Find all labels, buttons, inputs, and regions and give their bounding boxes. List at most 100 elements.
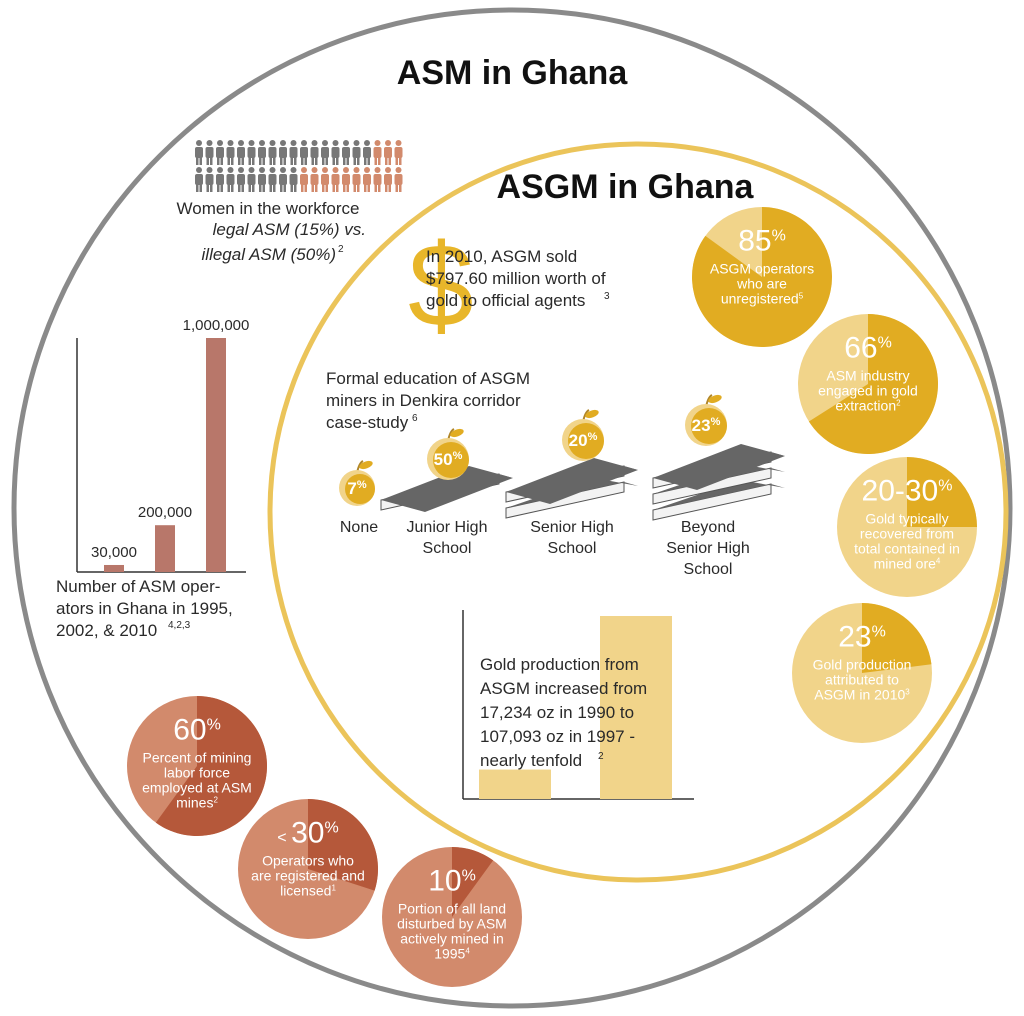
education-level-label: Senior High: [530, 519, 614, 536]
women-pictogram: [195, 140, 403, 192]
person-icon: [237, 167, 245, 192]
bubble-text: Gold production: [813, 657, 912, 673]
bubble-text: Gold typically: [865, 511, 948, 527]
person-icon: [331, 140, 340, 165]
education-level-label: School: [684, 561, 733, 578]
bubble-text: extraction2: [835, 398, 901, 414]
bubble-value: 85%: [738, 224, 786, 257]
person-icon: [352, 167, 361, 192]
women-caption-line2: legal ASM (15%) vs.: [213, 220, 366, 239]
operators-bar-label: 200,000: [138, 504, 192, 521]
person-icon: [216, 167, 224, 192]
person-icon: [321, 167, 329, 192]
dollar-line1: In 2010, ASGM sold: [426, 247, 577, 266]
inner-title: ASGM in Ghana: [497, 168, 755, 206]
education-level-label: School: [548, 540, 597, 557]
person-icon: [394, 167, 403, 192]
bubble-value: 10%: [428, 864, 476, 897]
education-level-label: Junior High: [407, 519, 488, 536]
bubble-text: recovered from: [860, 526, 954, 542]
bubble-text: engaged in gold: [818, 383, 918, 399]
bubble-value: 20-30%: [862, 474, 953, 507]
bubble-text: attributed to: [825, 672, 899, 688]
person-icon: [216, 140, 224, 165]
women-caption-line3: illegal ASM (50%): [202, 245, 336, 264]
bubble-text: Percent of mining: [143, 750, 252, 766]
apple-leaf-icon: [359, 460, 373, 470]
women-caption-ref: 2: [338, 244, 344, 255]
person-icon: [205, 167, 214, 192]
person-icon: [247, 140, 256, 165]
operators-bar: [206, 338, 226, 572]
gold-production-line5: nearly tenfold: [480, 751, 582, 770]
education-level-label: School: [423, 540, 472, 557]
education-value: 20%: [569, 431, 598, 450]
person-icon: [331, 167, 340, 192]
person-icon: [289, 140, 298, 165]
dollar-icon: $: [408, 220, 474, 352]
bubble-text: ASGM operators: [710, 261, 814, 277]
bubble-text: employed at ASM: [142, 780, 252, 796]
bubble-text: ASM industry: [826, 368, 909, 384]
bubble-value: < 30%: [277, 816, 338, 849]
gold-production-line2: ASGM increased from: [480, 679, 647, 698]
bubble-text: total contained in: [854, 541, 960, 557]
gold-production-chart: [462, 610, 694, 800]
gold-production-bar: [479, 769, 551, 799]
person-icon: [205, 140, 214, 165]
person-icon: [258, 167, 266, 192]
bubble-text: labor force: [164, 765, 230, 781]
page-title: ASM in Ghana: [397, 54, 629, 92]
person-icon: [268, 167, 277, 192]
person-icon: [342, 140, 350, 165]
bubble-text: 19954: [434, 946, 470, 962]
education-caption-line3: case-study: [326, 413, 409, 432]
person-icon: [384, 167, 392, 192]
education-level-label: Beyond: [681, 519, 735, 536]
person-icon: [279, 140, 287, 165]
education-caption-line2: miners in Denkira corridor: [326, 391, 521, 410]
bubble-text: ASGM in 20103: [814, 687, 910, 703]
gold-production-bar: [600, 616, 672, 799]
person-icon: [300, 167, 308, 192]
person-icon: [226, 140, 235, 165]
person-icon: [373, 140, 382, 165]
gold-production-line1: Gold production from: [480, 655, 639, 674]
gold-production-ref: 2: [598, 751, 604, 762]
education-level: 7%None: [339, 460, 378, 536]
person-icon: [300, 140, 308, 165]
person-icon: [268, 140, 277, 165]
person-icon: [321, 140, 329, 165]
operators-bar: [104, 564, 124, 572]
bubble-text: licensed1: [280, 883, 336, 899]
bubble-text: Operators who: [262, 853, 354, 869]
bubble-text: who are: [736, 276, 787, 292]
operators-bar: [155, 525, 175, 572]
person-icon: [258, 140, 266, 165]
dollar-ref: 3: [604, 291, 610, 302]
operators-bar-label: 30,000: [91, 544, 137, 561]
bubble-text: unregistered5: [721, 291, 804, 307]
apple-leaf-icon: [708, 394, 722, 404]
education-caption-line1: Formal education of ASGM: [326, 369, 530, 388]
dollar-line2: $797.60 million worth of: [426, 269, 606, 288]
person-icon: [363, 140, 371, 165]
operators-caption-ref: 4,2,3: [168, 620, 191, 631]
person-icon: [226, 167, 235, 192]
person-icon: [384, 140, 392, 165]
education-caption-ref: 6: [412, 413, 418, 424]
bubble-text: are registered and: [251, 868, 365, 884]
bubble-text: actively mined in: [400, 931, 504, 947]
person-icon: [247, 167, 256, 192]
gold-production-line4: 107,093 oz in 1997 -: [480, 727, 635, 746]
